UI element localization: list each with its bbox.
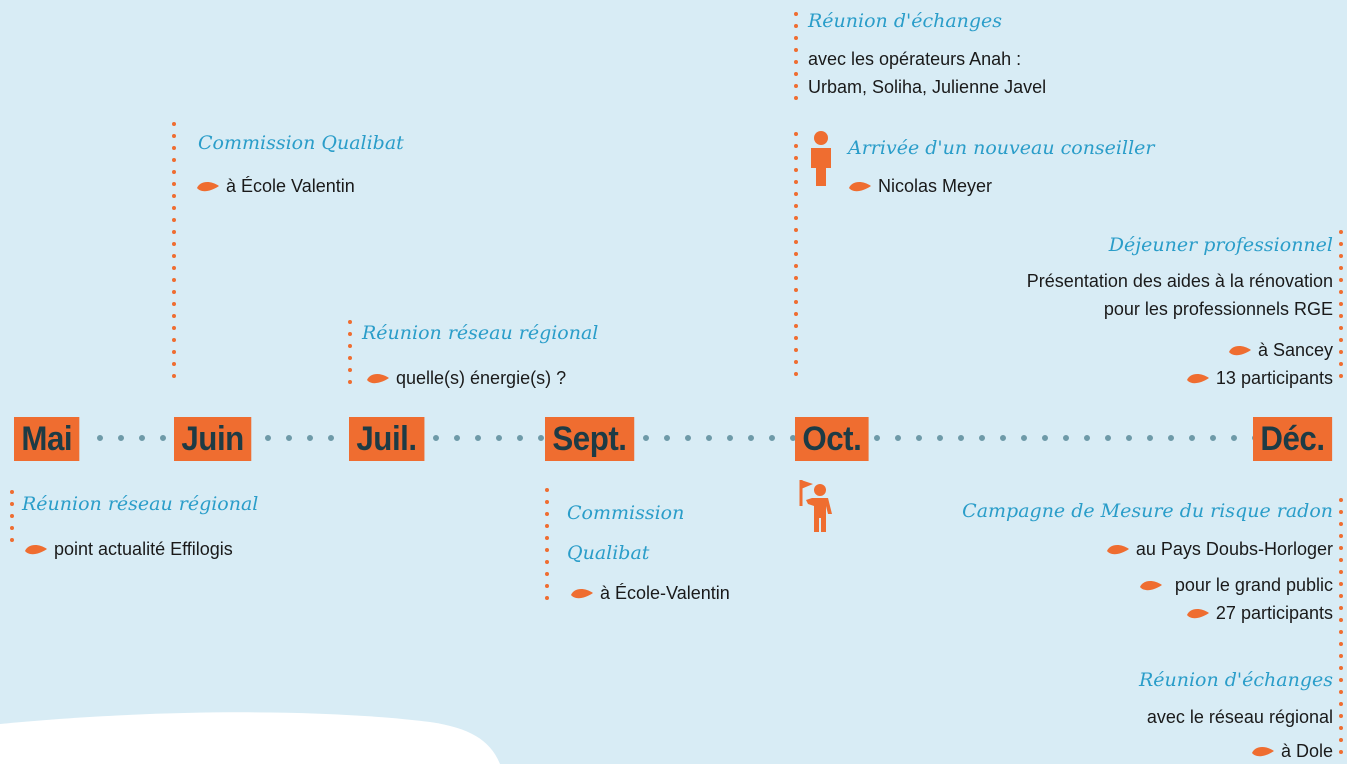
- event-title-oct-conseiller: Arrivée d'un nouveau conseiller: [848, 137, 1155, 159]
- arrow-bullet-icon: [848, 179, 872, 193]
- connector-juin: [172, 122, 176, 384]
- event-title-dec-echanges: Réunion d'échanges: [1138, 669, 1333, 691]
- event-text-dec-dejeuner-2: pour les professionnels RGE: [1103, 299, 1333, 319]
- event-text-mai: point actualité Effilogis: [24, 538, 233, 560]
- event-text-juin: à École Valentin: [196, 175, 355, 197]
- event-title-sept-2: Qualibat: [567, 542, 650, 564]
- event-text-dec-echanges-1: avec le réseau régional: [1146, 707, 1333, 727]
- event-text-oct-radon-3: 27 participants: [1186, 602, 1333, 624]
- event-text-dec-dejeuner-1: Présentation des aides à la rénovation: [1026, 271, 1333, 291]
- arrow-bullet-icon: [196, 179, 220, 193]
- connector-oct-top: [794, 12, 798, 104]
- month-juin: Juin: [174, 417, 252, 461]
- event-title-juin: Commission Qualibat: [198, 132, 404, 154]
- arrow-bullet-icon: [1228, 343, 1252, 357]
- month-dec: Déc.: [1253, 417, 1332, 461]
- event-text-dec-dejeuner-4: 13 participants: [1186, 367, 1333, 389]
- arrow-bullet-icon: [1251, 744, 1275, 758]
- arrow-bullet-icon: [1186, 371, 1210, 385]
- connector-juil: [348, 320, 352, 386]
- connector-dec: [1339, 230, 1343, 386]
- event-title-oct-echanges: Réunion d'échanges: [808, 10, 1003, 32]
- arrow-bullet-icon: [1186, 606, 1210, 620]
- arrow-bullet-icon: [1106, 542, 1130, 556]
- event-text-dec-echanges-2: à Dole: [1251, 740, 1333, 762]
- connector-sept: [545, 488, 549, 608]
- event-text-oct-radon-1: au Pays Doubs-Horloger: [1106, 538, 1333, 560]
- event-text-sept: à École-Valentin: [570, 582, 730, 604]
- event-title-sept-1: Commission: [567, 502, 685, 524]
- connector-dec-bottom: [1339, 498, 1343, 758]
- event-text-juil: quelle(s) énergie(s) ?: [366, 367, 566, 389]
- arrow-bullet-icon: [1139, 578, 1163, 592]
- event-text-oct-echanges-2: Urbam, Soliha, Julienne Javel: [808, 77, 1047, 97]
- arrow-bullet-icon: [366, 371, 390, 385]
- event-title-dec-dejeuner: Déjeuner professionnel: [1108, 234, 1333, 256]
- month-sept: Sept.: [545, 417, 634, 461]
- event-title-juil: Réunion réseau régional: [362, 322, 599, 344]
- event-text-dec-dejeuner-3: à Sancey: [1228, 339, 1333, 361]
- event-text-oct-radon-2: pour le grand public: [1139, 574, 1333, 596]
- month-mai: Mai: [14, 417, 80, 461]
- person-with-flag-icon: [799, 480, 832, 532]
- month-juil: Juil.: [349, 417, 425, 461]
- event-title-mai: Réunion réseau régional: [22, 493, 259, 515]
- connector-oct: [794, 132, 798, 384]
- event-title-oct-radon: Campagne de Mesure du risque radon: [962, 500, 1333, 522]
- person-icon: [811, 131, 831, 186]
- event-text-oct-echanges-1: avec les opérateurs Anah :: [808, 49, 1022, 69]
- arrow-bullet-icon: [570, 586, 594, 600]
- arrow-bullet-icon: [24, 542, 48, 556]
- connector-mai: [10, 490, 14, 546]
- month-oct: Oct.: [795, 417, 869, 461]
- event-text-oct-conseiller: Nicolas Meyer: [848, 175, 992, 197]
